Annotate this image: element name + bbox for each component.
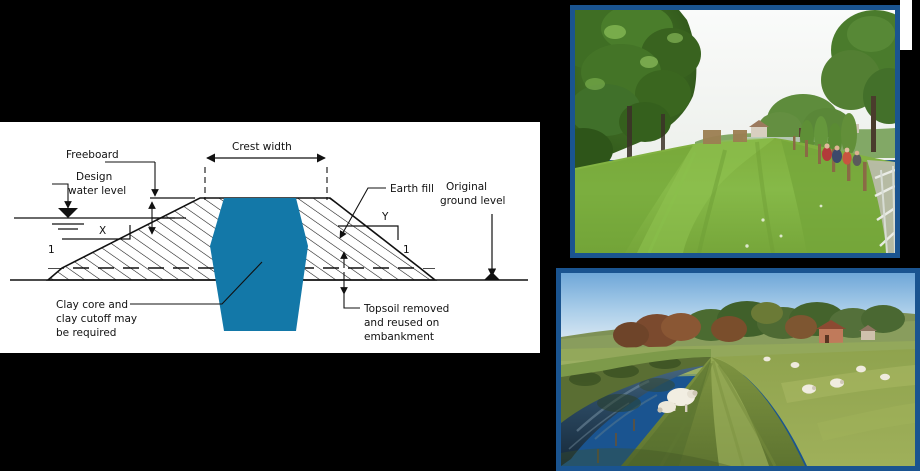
clay-core-label-line2: clay cutoff may — [56, 313, 137, 325]
photo-river-embankment-sheep-image — [561, 273, 915, 466]
slope-x-label: X — [99, 225, 106, 237]
slope-x-marker — [62, 225, 131, 240]
embankment-cross-section-svg: Freeboard Design water level Crest width… — [0, 122, 540, 353]
sheep-group — [657, 356, 890, 413]
clay-core-label-line1: Clay core and — [56, 299, 128, 311]
slope-x-unit-label: 1 — [48, 244, 55, 256]
design-water-level-label-line1: Design — [76, 171, 112, 183]
topsoil-label-line3: embankment — [364, 331, 434, 343]
top-photo-white-bleed — [900, 0, 912, 50]
freeboard-label: Freeboard — [66, 149, 119, 161]
clay-core-leader — [130, 261, 263, 305]
original-ground-level-label-line2: ground level — [440, 195, 505, 207]
topsoil-leader — [340, 251, 360, 309]
topsoil-label-line2: and reused on — [364, 317, 439, 329]
crest-width-dimension — [204, 153, 328, 200]
design-water-level-label-line2: water level — [68, 185, 126, 197]
freeboard-dimension — [105, 161, 195, 219]
people-figures — [822, 143, 862, 166]
photo-embankment-footpath[interactable] — [570, 5, 900, 258]
photo-river-embankment-sheep[interactable] — [556, 268, 920, 471]
clay-core-label-line3: be required — [56, 327, 116, 339]
slope-y-label: Y — [381, 211, 389, 223]
original-ground-level-leader — [484, 214, 500, 280]
photo-embankment-footpath-image — [575, 10, 895, 253]
original-ground-level-label-line1: Original — [446, 181, 487, 193]
slope-y-marker — [338, 225, 399, 240]
topsoil-label-line1: Topsoil removed — [363, 303, 449, 315]
embankment-diagram-panel: Freeboard Design water level Crest width… — [0, 122, 540, 353]
earth-fill-leader — [339, 187, 386, 239]
slope-y-unit-label: 1 — [403, 244, 410, 256]
crest-width-label: Crest width — [232, 141, 292, 153]
earth-fill-label: Earth fill — [390, 183, 434, 195]
